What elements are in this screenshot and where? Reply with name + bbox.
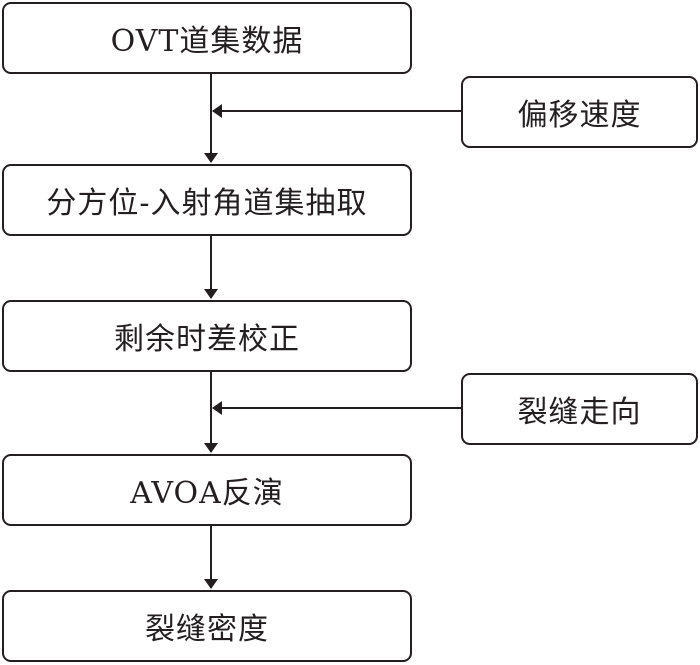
input-fracture-strike-label: 裂缝走向 [517,395,642,430]
step-azimuth-angle-gather-extraction-label: 分方位-入射角道集抽取 [46,186,368,221]
input-fracture-strike: 裂缝走向 [461,373,698,445]
step-avoa-inversion-label: AVOA反演 [130,476,284,511]
step-avoa-inversion: AVOA反演 [2,454,412,526]
step-fracture-density: 裂缝密度 [2,590,412,662]
step-residual-moveout-correction: 剩余时差校正 [2,300,412,372]
input-migration-velocity: 偏移速度 [461,76,698,148]
step-residual-moveout-correction-label: 剩余时差校正 [114,322,300,357]
step-ovt-gather-data: OVT道集数据 [2,2,412,74]
step-fracture-density-label: 裂缝密度 [145,612,269,647]
step-ovt-gather-data-label: OVT道集数据 [110,24,304,59]
step-azimuth-angle-gather-extraction: 分方位-入射角道集抽取 [2,164,412,236]
input-migration-velocity-label: 偏移速度 [517,98,642,133]
